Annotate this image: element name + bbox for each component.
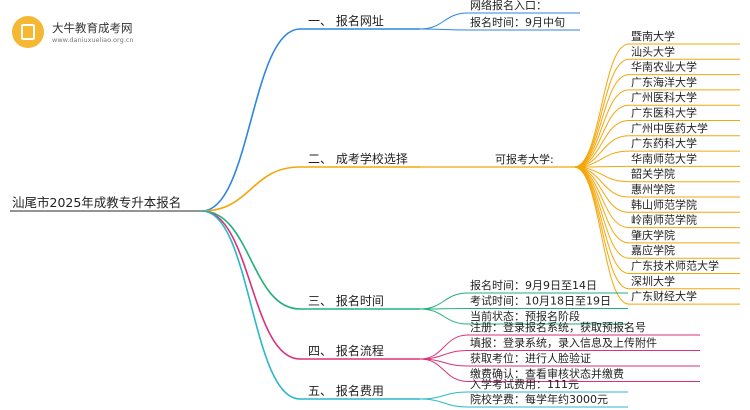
leaf-topic: 深圳大学	[631, 274, 675, 288]
branch-b2: 二、 成考学校选择 可报考大学: 暨南大学汕头大学华南农业大学广东海洋大学广州医科大…	[201, 29, 740, 305]
branch-label: 二、 成考学校选择	[308, 151, 408, 166]
leaf-topic: 缴费确认：查看审核状态并缴费	[470, 367, 624, 381]
leaf-topic: 广东海洋大学	[631, 75, 697, 89]
branch-connector	[201, 166, 301, 212]
leaf-topic: 暨南大学	[631, 29, 675, 43]
leaf-topic: 网络报名入口：	[470, 0, 547, 12]
leaf-topic: 院校学费：每学年约3000元	[470, 392, 608, 406]
branch-label: 四、 报名流程	[308, 343, 384, 358]
connector-line	[419, 292, 469, 310]
branch-label: 三、 报名时间	[308, 293, 384, 308]
connector-line	[573, 104, 630, 168]
branch-connector	[201, 210, 301, 360]
branch-b4: 四、 报名流程 注册：登录报名系统，获取预报名号填报：登录系统，录入信息及上传附件…	[201, 210, 700, 382]
site-logo[interactable]: 大牛教育成考网 www.daniuxueliao.org.cn	[12, 14, 182, 52]
connector-line	[573, 166, 630, 274]
branch-connector	[201, 210, 301, 310]
leaf-topic: 广州中医药大学	[631, 121, 708, 135]
connector-line	[573, 58, 630, 168]
leaf-topic: 报名时间：9月中旬	[470, 15, 565, 29]
root-topic: 汕尾市2025年成教专升本报名	[12, 195, 181, 210]
sub-topic-label: 可报考大学:	[495, 152, 554, 166]
leaf-topic: 当前状态：预报名阶段	[470, 309, 580, 323]
connector-line	[573, 120, 630, 168]
branch-label: 五、 报名费用	[308, 383, 384, 398]
leaf-topic: 注册：登录报名系统，获取预报名号	[470, 320, 646, 334]
connector-line	[419, 398, 469, 408]
connector-line	[419, 12, 469, 30]
connector-line	[573, 166, 630, 244]
leaf-topic: 获取考位：进行人脸验证	[470, 351, 591, 365]
connector-line	[573, 166, 630, 305]
leaf-topic: 广东医科大学	[631, 106, 697, 120]
leaf-topic: 岭南师范学院	[631, 213, 697, 227]
leaf-topic: 惠州学院	[631, 182, 675, 196]
leaf-topic: 华南农业大学	[631, 60, 697, 74]
leaf-topic: 广东技术师范大学	[631, 259, 719, 273]
connector-line	[419, 358, 469, 382]
leaf-topic: 广州医科大学	[631, 90, 697, 104]
leaf-topic: 广东药科大学	[631, 136, 697, 150]
leaf-topic: 华南师范大学	[631, 151, 697, 165]
connector-line	[419, 334, 469, 360]
connector-line	[419, 308, 469, 325]
branch-connector	[201, 210, 301, 400]
connector-line	[573, 74, 630, 168]
leaf-topic: 报名时间：9月9日至14日	[470, 278, 597, 292]
leaf-topic: 肇庆学院	[631, 228, 675, 242]
logo-url: www.daniuxueliao.org.cn	[52, 36, 134, 44]
leaf-topic: 汕头大学	[631, 44, 675, 58]
branch-b3: 三、 报名时间 报名时间：9月9日至14日考试时间：10月18日至19日当前状态：…	[201, 210, 628, 325]
leaf-topic: 填报：登录系统，录入信息及上传附件	[470, 336, 657, 350]
leaf-topic: 考试时间：10月18日至19日	[470, 295, 611, 308]
book-icon	[12, 16, 44, 48]
connector-line	[573, 166, 630, 290]
branch-connector	[201, 28, 301, 212]
connector-line	[573, 165, 630, 168]
branch-b1: 一、 报名网址 网络报名入口： 报名时间：9月中旬	[201, 0, 580, 212]
leaf-topic: 韶关学院	[631, 167, 675, 181]
connector-line	[573, 89, 630, 168]
connector-line	[573, 43, 630, 168]
connector-line	[419, 28, 469, 31]
connector-line	[419, 391, 469, 400]
leaf-topic: 广东财经大学	[631, 289, 697, 303]
branch-label: 一、 报名网址	[308, 13, 384, 28]
logo-name: 大牛教育成考网	[52, 21, 133, 35]
leaf-topic: 韩山师范学院	[631, 197, 697, 211]
connector-line	[419, 308, 469, 310]
leaf-topic: 嘉应学院	[631, 243, 675, 257]
leaf-topic: 入学考试费用：111元	[470, 377, 579, 391]
